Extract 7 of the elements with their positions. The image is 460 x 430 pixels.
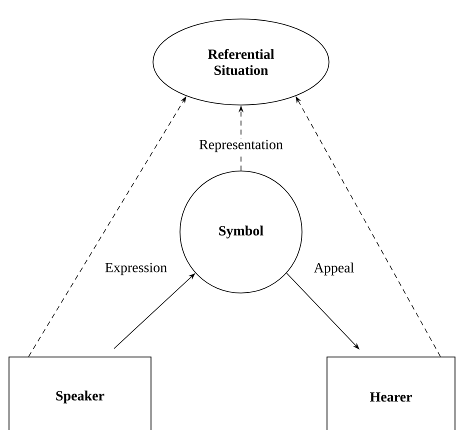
edge-label: Appeal — [312, 262, 356, 276]
edge-label: Representation — [198, 138, 284, 154]
ellipse-node: Referential Situation — [152, 18, 330, 106]
hearer-box: Hearer — [326, 356, 456, 430]
circle-node: Symbol — [180, 170, 302, 294]
edge-label: Expression — [104, 262, 168, 276]
speaker-box: Speaker — [8, 356, 152, 430]
